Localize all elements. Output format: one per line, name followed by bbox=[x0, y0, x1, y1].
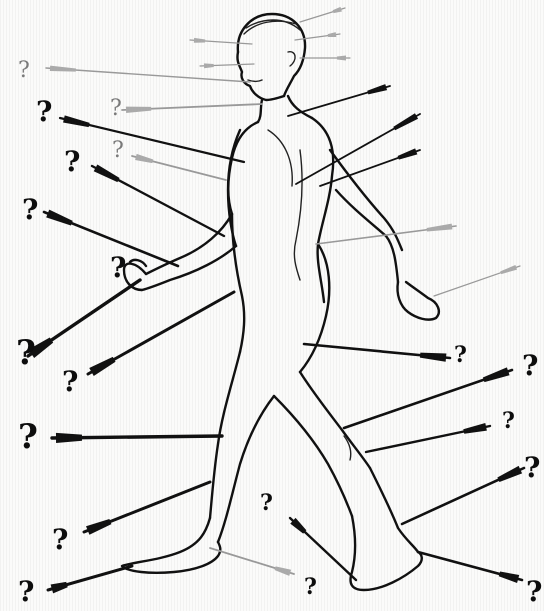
question-mark-elbow: ? bbox=[22, 196, 38, 224]
pointer-fletching-shoulder bbox=[63, 115, 90, 127]
torso-front bbox=[228, 122, 258, 214]
pointer-fletching-elbow bbox=[46, 210, 73, 226]
buttock bbox=[300, 244, 329, 372]
fist bbox=[124, 260, 146, 290]
pointer-fletching-hand bbox=[500, 265, 517, 274]
question-mark-mouth: ? bbox=[18, 60, 30, 82]
pointer-fletching-back-3 bbox=[398, 148, 418, 159]
pointer-fletching-lumbar bbox=[427, 224, 453, 232]
pointer-fletching-hamstring bbox=[483, 367, 510, 382]
front-thigh bbox=[300, 372, 370, 468]
pointer-fletching-calf bbox=[497, 466, 522, 482]
question-mark-ankle: ? bbox=[260, 492, 273, 514]
question-mark-upper-arm: ? bbox=[64, 148, 80, 176]
question-mark-foot-left: ? bbox=[18, 578, 34, 606]
question-mark-wrist: ? bbox=[110, 254, 126, 282]
pointer-fletching-upper-arm bbox=[94, 164, 120, 182]
question-mark-thigh: ? bbox=[18, 420, 38, 454]
pointer-mouth bbox=[46, 68, 250, 82]
rear-shin bbox=[218, 396, 274, 542]
shoulder-blade bbox=[268, 130, 292, 186]
far-hand bbox=[397, 282, 438, 320]
question-mark-calf: ? bbox=[524, 454, 540, 482]
question-mark-heel: ? bbox=[526, 578, 542, 606]
front-shin bbox=[370, 468, 418, 552]
pointer-fletching-chest bbox=[135, 154, 153, 163]
pointer-fletching-head-4 bbox=[194, 38, 205, 43]
pointer-arrows bbox=[28, 7, 524, 593]
pointer-fletching-knee bbox=[463, 423, 487, 434]
pointer-fletching-back-1 bbox=[367, 84, 387, 94]
human-figure bbox=[122, 14, 439, 590]
spine-line bbox=[294, 150, 302, 280]
question-mark-waist: ? bbox=[62, 368, 78, 396]
mouth-line bbox=[248, 80, 262, 82]
near-arm-lower bbox=[142, 214, 236, 290]
face-outline bbox=[237, 52, 284, 100]
pointer-fletching-foot-l bbox=[51, 582, 68, 593]
pointer-fletching-shin bbox=[86, 519, 111, 535]
far-arm-lower bbox=[336, 190, 398, 282]
pointer-fletching-head-2 bbox=[328, 32, 337, 37]
question-mark-buttock: ? bbox=[454, 344, 467, 366]
pointer-fletching-heel bbox=[499, 572, 519, 583]
ear bbox=[288, 52, 295, 66]
pointer-fletching-toe bbox=[274, 566, 291, 576]
pointer-fletching-hip bbox=[89, 357, 115, 376]
question-mark-hamstring: ? bbox=[522, 352, 538, 380]
front-thigh-inner bbox=[274, 396, 352, 516]
question-mark-heel-bottom: ? bbox=[304, 576, 317, 598]
question-mark-shoulder-faint: ? bbox=[112, 140, 124, 162]
pointer-fletching-buttock bbox=[420, 353, 447, 362]
pointer-fletching-thigh bbox=[56, 433, 82, 443]
pointer-fletching-neck bbox=[126, 107, 151, 113]
pointer-fletching-head-5 bbox=[204, 63, 214, 68]
question-mark-chest-faint: ? bbox=[110, 98, 122, 120]
pointer-fletching-mouth bbox=[50, 66, 76, 72]
hair-lines bbox=[244, 20, 300, 34]
near-arm-upper bbox=[228, 130, 240, 246]
front-foot bbox=[351, 516, 422, 590]
pointer-fletching-head-1 bbox=[333, 7, 342, 13]
pointer-fletching-head-3 bbox=[337, 56, 346, 61]
rear-foot bbox=[122, 518, 220, 573]
question-mark-neck: ? bbox=[36, 98, 52, 126]
question-mark-shin: ? bbox=[52, 526, 68, 554]
abdomen bbox=[232, 214, 244, 352]
question-mark-hip: ? bbox=[16, 336, 36, 370]
question-mark-knee: ? bbox=[502, 410, 515, 432]
back-outline bbox=[312, 118, 333, 302]
pointer-fletching-back-2 bbox=[393, 113, 418, 130]
